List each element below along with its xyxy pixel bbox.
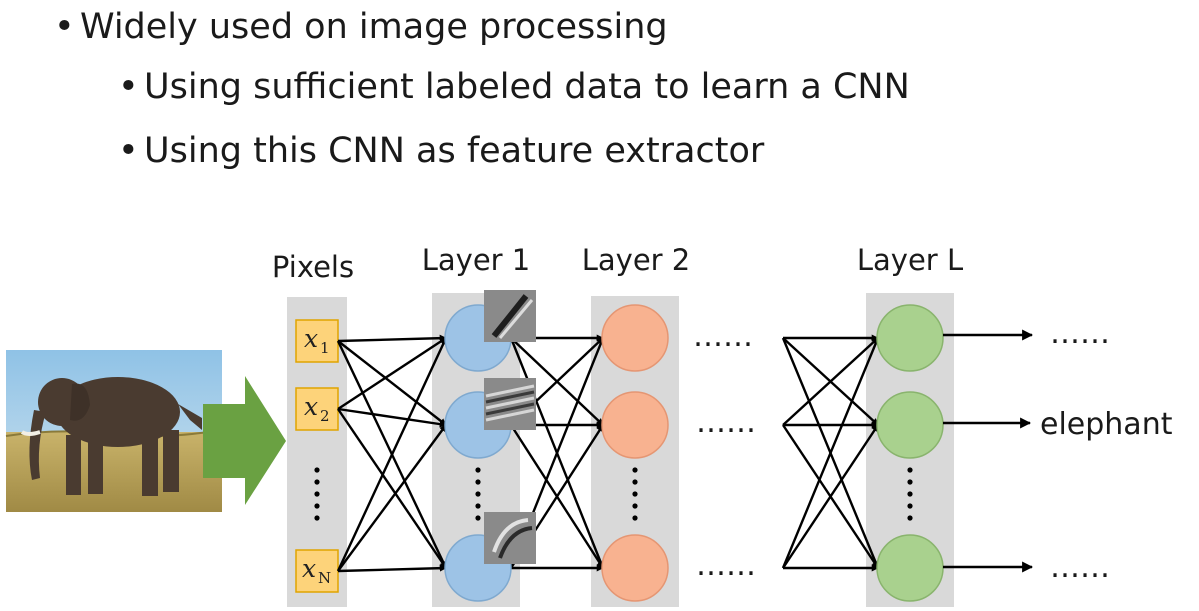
edge-pixels-layer1 [337, 424, 447, 572]
bullet-dot: • [118, 131, 139, 171]
input-subscript: 1 [320, 339, 330, 357]
bullet-text: Using sufficient labeled data to learn a… [144, 67, 910, 107]
layer2-node-3 [601, 534, 669, 602]
filter-thumbnail-2 [484, 378, 536, 430]
input-x1: x 1 [295, 319, 339, 363]
bullet-level1: •Widely used on image processing [54, 10, 668, 45]
layer2-label: Layer 2 [582, 243, 691, 277]
edge-pixels-layer1 [337, 408, 447, 569]
vertical-ellipsis-pixels [314, 467, 320, 521]
edge-pixels-layer1 [337, 407, 447, 428]
bullet-level2: •Using this CNN as feature extractor [118, 134, 764, 169]
edge-hidden-layerL [782, 337, 879, 426]
vertical-ellipsis-layerL [907, 467, 913, 521]
edge-pixels-layer1 [337, 334, 447, 343]
input-symbol: x [302, 554, 316, 583]
bullet-text: Widely used on image processing [80, 7, 668, 47]
elephant-image [5, 350, 223, 512]
hidden-ellipsis-3: …… [696, 548, 756, 583]
hidden-ellipsis-2: …… [696, 405, 756, 440]
vertical-ellipsis-layer1 [475, 467, 481, 521]
layerL-node-2 [876, 391, 944, 459]
connections [336, 334, 880, 573]
layer1-label: Layer 1 [422, 243, 531, 277]
hidden-ellipsis-1: …… [693, 319, 753, 354]
input-subscript: N [318, 569, 331, 587]
input-x2: x 2 [295, 387, 339, 431]
pixels-label: Pixels [272, 250, 354, 284]
bullet-level2: •Using sufficient labeled data to learn … [118, 70, 910, 105]
edge-pixels-layer1 [336, 337, 448, 572]
layer2-node-1 [601, 304, 669, 372]
edge-pixels-layer1 [337, 336, 447, 411]
layerL-node-1 [876, 304, 944, 372]
bullet-text: Using this CNN as feature extractor [144, 131, 765, 171]
layerL-label: Layer L [857, 243, 963, 277]
filter-thumbnail-1 [484, 290, 536, 342]
edge-pixels-layer1 [337, 564, 447, 573]
filter-thumbnail-3 [484, 512, 536, 564]
input-xN: x N [295, 549, 339, 593]
edge-hidden-layerL [781, 337, 880, 569]
bullet-dot: • [118, 67, 139, 107]
edge-hidden-layerL [782, 424, 879, 569]
bullet-dot: • [54, 7, 75, 47]
output-label-3: …… [1050, 550, 1110, 585]
input-subscript: 2 [320, 407, 330, 425]
vertical-ellipsis-layer2 [632, 467, 638, 521]
input-arrow [203, 376, 286, 505]
layer2-node-2 [601, 391, 669, 459]
output-label-1: …… [1050, 316, 1110, 351]
edge-pixels-layer1 [337, 340, 447, 426]
output-label-elephant: elephant [1040, 407, 1173, 442]
input-symbol: x [304, 392, 318, 421]
layerL-node-3 [876, 534, 944, 602]
input-symbol: x [304, 324, 318, 353]
